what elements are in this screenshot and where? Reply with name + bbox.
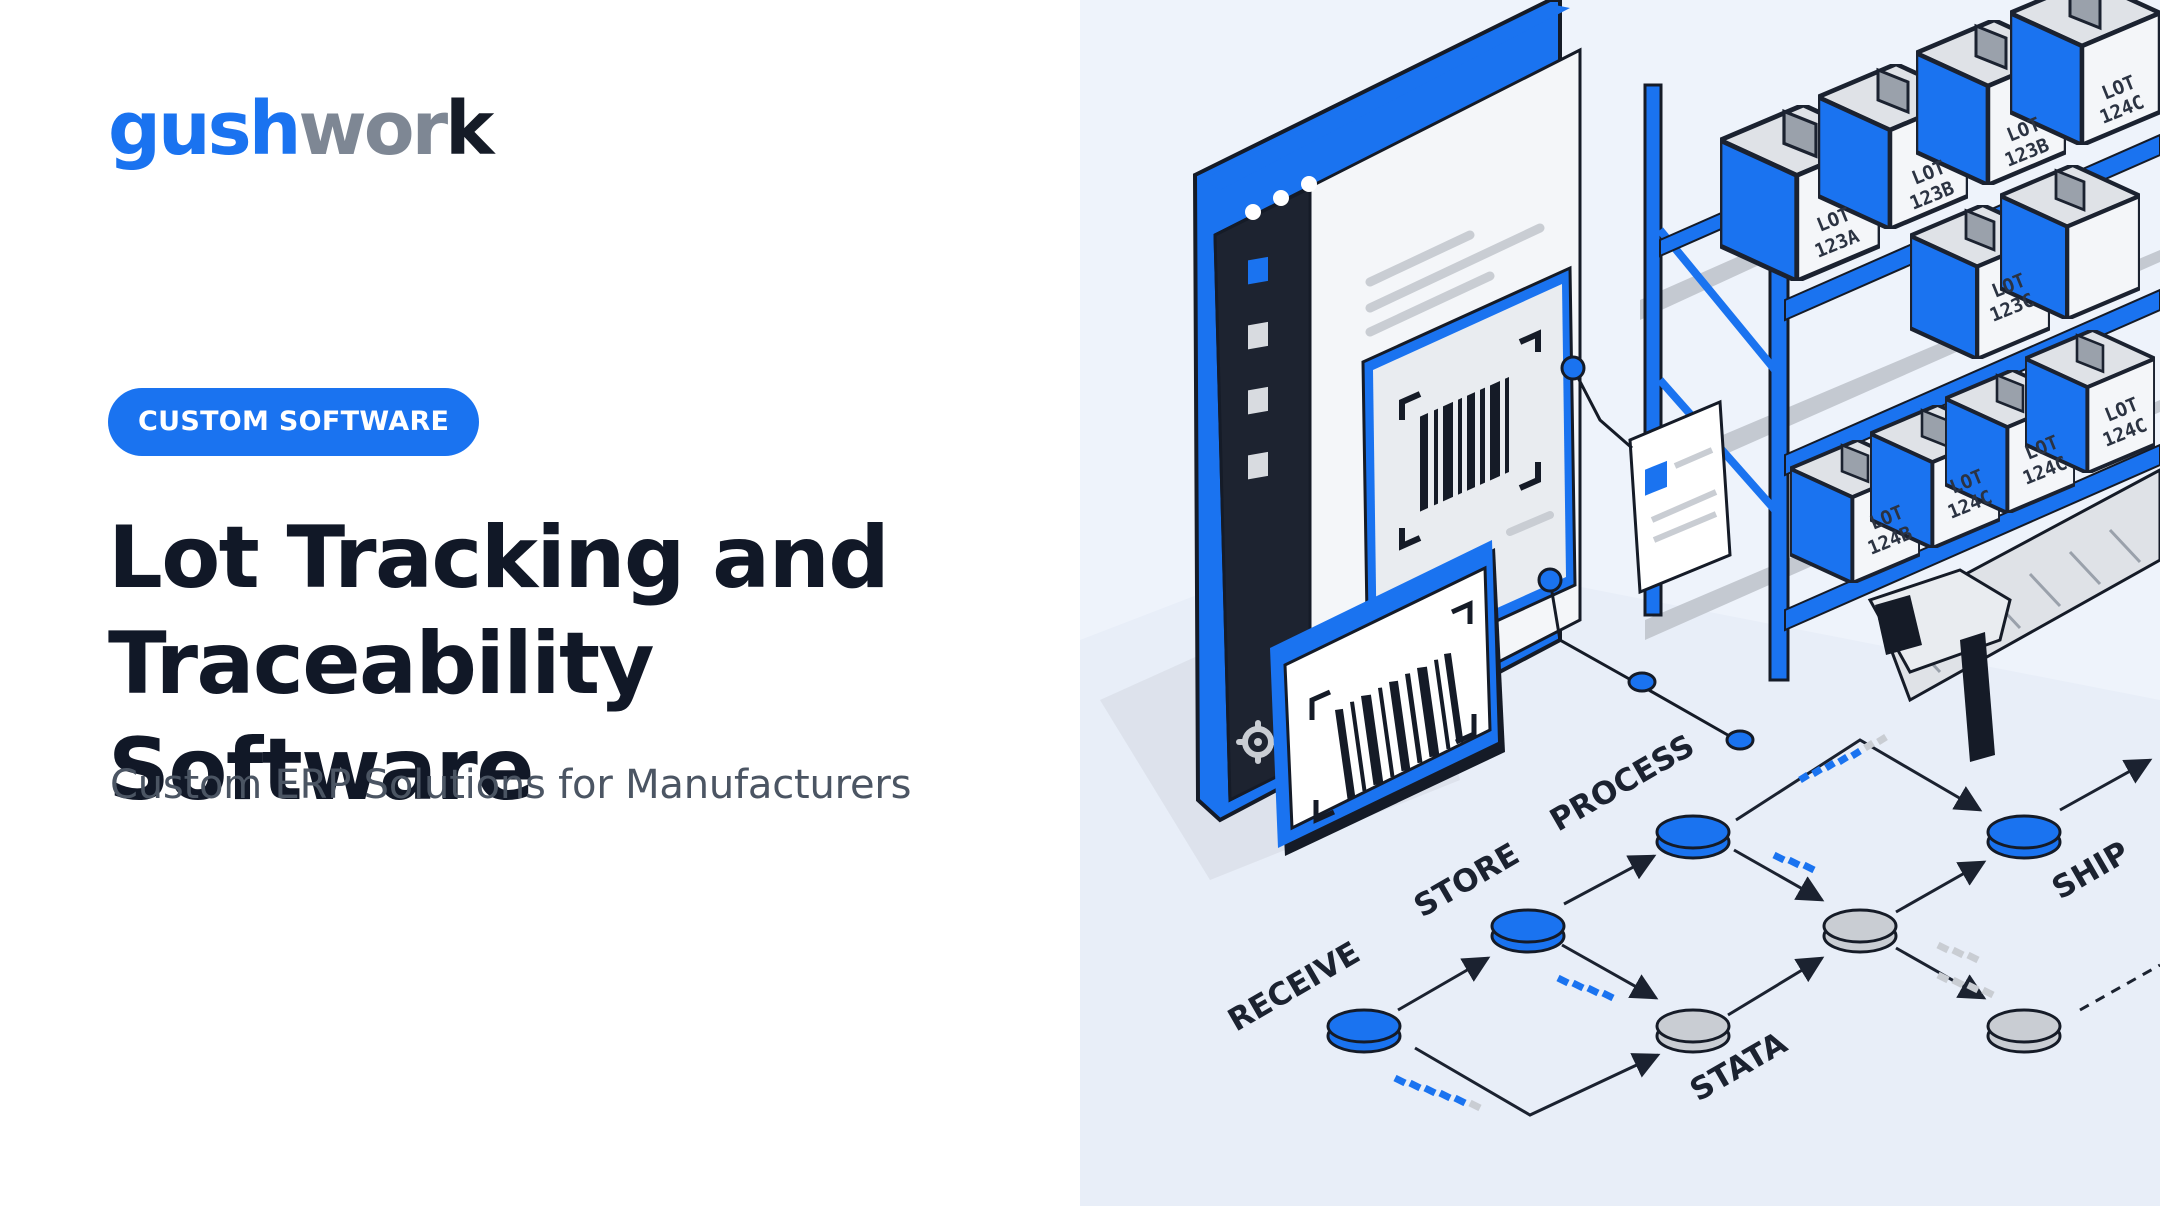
node-store (1490, 908, 1566, 954)
flow-arrows (1397, 738, 2160, 1117)
sidebar-icon (1248, 451, 1268, 480)
connector-node (1537, 567, 1563, 593)
page-title: Lot Tracking and Traceability Software (108, 505, 1068, 823)
logo-part-gush: gush (108, 86, 301, 172)
node-receive (1326, 1008, 1402, 1054)
barcode-card-front (1270, 540, 1505, 856)
barcode-icon (1420, 376, 1509, 512)
title-line-2: Traceability Software (108, 614, 655, 820)
category-badge: CUSTOM SOFTWARE (108, 388, 480, 456)
sidebar-icon (1248, 321, 1268, 350)
window-dot-icon (1273, 190, 1289, 206)
page-subtitle: Custom ERP Solutions for Manufacturers (110, 762, 912, 808)
title-line-1: Lot Tracking and (108, 508, 890, 608)
node-mid (1822, 908, 1898, 954)
data-stripes (1393, 734, 1995, 1112)
barcode-icon (1334, 653, 1464, 800)
node-process (1655, 814, 1731, 860)
screen-content (1365, 223, 1545, 337)
sidebar-icon (1248, 386, 1268, 415)
node-stata (1655, 1008, 1731, 1054)
connector-node (1627, 671, 1657, 693)
connector-lines (1548, 367, 1741, 744)
flow-nodes (1326, 814, 2062, 1054)
sidebar-icon (1248, 256, 1268, 285)
window-dot-icon (1245, 204, 1261, 220)
window-dot-icon (1301, 176, 1317, 192)
connector-node (1560, 355, 1586, 381)
hero-text-panel: gushwork CUSTOM SOFTWARE Lot Tracking an… (108, 92, 1068, 823)
node-ship (1986, 814, 2062, 860)
node-end (1986, 1008, 2062, 1054)
scanner-icon (1867, 568, 2012, 762)
connector-node (1725, 729, 1755, 751)
logo-part-k: k (445, 86, 494, 172)
document-icon (1628, 399, 1732, 595)
hero-illustration: LOT 123A LOT 123B LOT 123B LOT 124C LOT … (1080, 0, 2160, 1206)
gushwork-logo[interactable]: gushwork (108, 92, 494, 166)
warehouse-traceability-illustration: LOT 123A LOT 123B LOT 123B LOT 124C LOT … (1080, 0, 2160, 1206)
logo-part-wor: wor (298, 86, 448, 172)
